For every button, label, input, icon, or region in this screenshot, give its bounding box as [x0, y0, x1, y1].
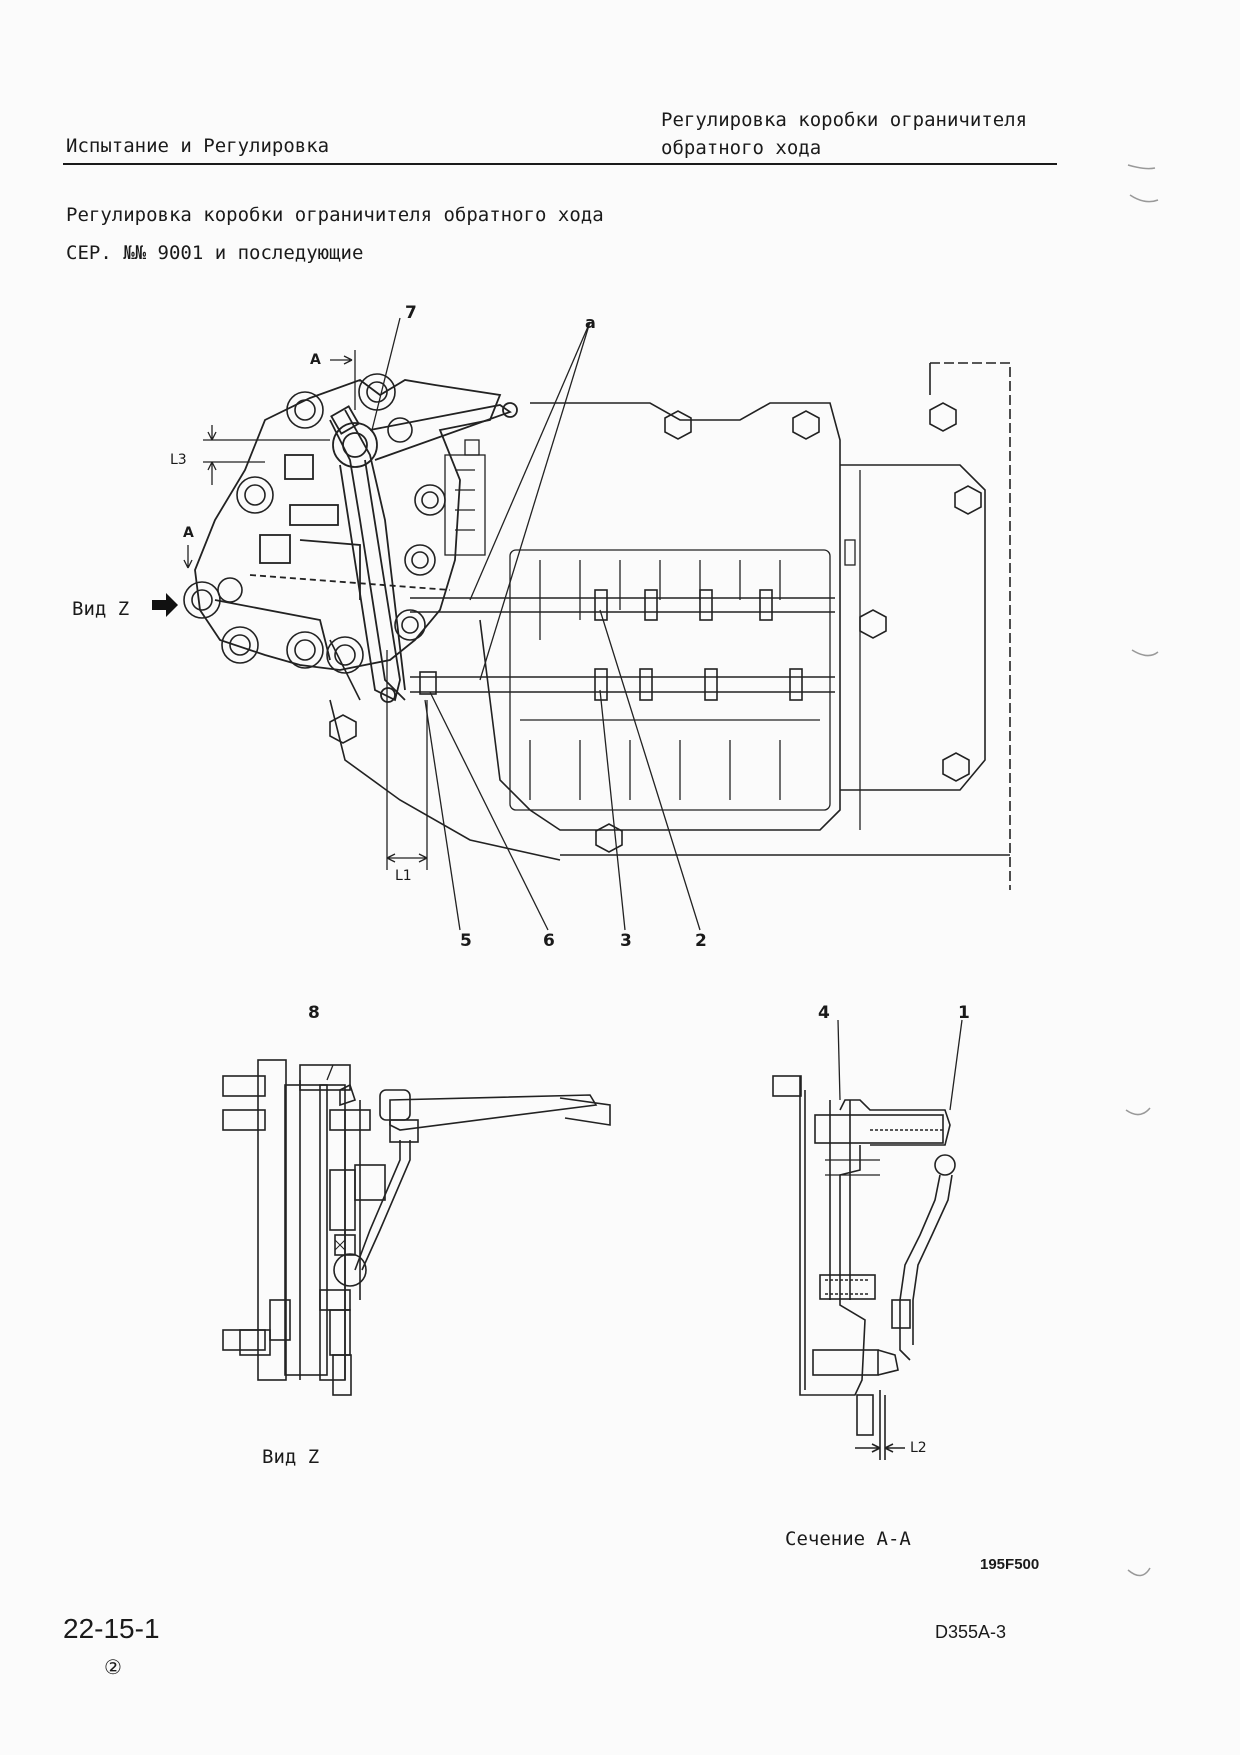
- label-L1: L1: [395, 868, 412, 884]
- header-section-right: Регулировка коробки ограничителя обратно…: [661, 106, 1027, 162]
- label-a: a: [585, 313, 596, 332]
- label-A-left: A: [183, 525, 194, 541]
- section-aa-drawing: [772, 1019, 963, 1460]
- label-7: 7: [405, 303, 417, 323]
- limiter-arm: [330, 402, 518, 703]
- spring-assembly: [444, 439, 486, 556]
- limiter-box: [194, 378, 502, 701]
- label-8: 8: [308, 1003, 320, 1023]
- label-L2: L2: [910, 1440, 927, 1456]
- header-right-line2: обратного хода: [661, 137, 822, 159]
- spool-2: [410, 589, 835, 621]
- serial-range: СЕР. №№ 9001 и последующие: [66, 242, 364, 264]
- section-mark-A-top: [330, 350, 356, 410]
- valve-body: [509, 470, 861, 830]
- page-title: Регулировка коробки ограничителя обратно…: [66, 204, 604, 226]
- label-4: 4: [818, 1003, 830, 1023]
- machine-model: D355A-3: [935, 1622, 1007, 1642]
- dimension-L3: [203, 425, 330, 485]
- label-2: 2: [695, 931, 707, 951]
- label-1: 1: [958, 1003, 970, 1023]
- revision-mark: ②: [104, 1655, 122, 1679]
- view-z-caption: Вид Z: [262, 1446, 320, 1468]
- paper-edge-marks: [1125, 164, 1159, 1577]
- header-rule: [63, 163, 1057, 165]
- view-z-label-main: Вид Z: [72, 598, 130, 620]
- label-6: 6: [543, 931, 555, 951]
- housing-outline: [329, 362, 1011, 890]
- figure-code: 195F500: [980, 1556, 1040, 1573]
- label-L3: L3: [170, 452, 187, 468]
- view-z-drawing: [222, 1059, 611, 1396]
- label-3: 3: [620, 931, 632, 951]
- leader-lines-main: [371, 317, 701, 931]
- limiter-box-bolts: [183, 373, 446, 674]
- header-right-line1: Регулировка коробки ограничителя: [661, 109, 1028, 131]
- dimension-L1: [386, 650, 428, 870]
- page-number: 22-15-1: [63, 1613, 160, 1644]
- header-section-left: Испытание и Регулировка: [66, 135, 330, 157]
- spool-3: [410, 668, 835, 701]
- view-z-arrow: [152, 593, 178, 617]
- section-mark-A-left: [183, 545, 193, 569]
- label-A-top: A: [310, 352, 321, 368]
- section-aa-caption: Сечение А-А: [785, 1528, 911, 1550]
- label-5: 5: [460, 931, 472, 951]
